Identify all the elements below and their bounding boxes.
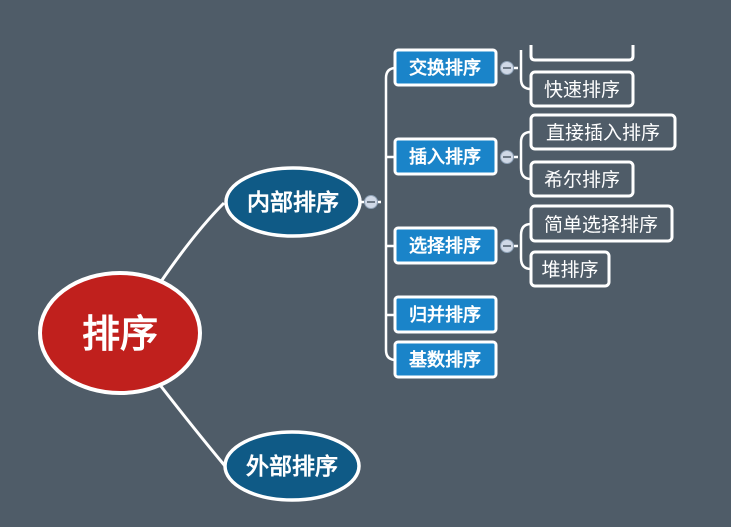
leaf-simple-select-sort[interactable]: 简单选择排序 xyxy=(529,204,674,243)
root-node[interactable]: 排序 xyxy=(38,271,202,395)
category-insert[interactable]: 插入排序 xyxy=(393,137,498,176)
category-radix-label: 基数排序 xyxy=(408,349,481,371)
leaf-direct-insert-label: 直接插入排序 xyxy=(546,122,660,144)
external-sort-label: 外部排序 xyxy=(246,453,338,480)
leaf-simple-select-label: 简单选择排序 xyxy=(544,214,658,236)
category-radix-box xyxy=(393,340,498,379)
category-insert-label: 插入排序 xyxy=(409,146,481,168)
external-sort-shape xyxy=(223,430,361,502)
connector-select-leaves xyxy=(514,222,532,271)
category-merge[interactable]: 归并排序 xyxy=(393,295,498,334)
leaf-direct-insert-sort[interactable]: 直接插入排序 xyxy=(529,113,677,151)
category-exchange-box xyxy=(393,48,498,87)
category-insert-box xyxy=(393,137,498,176)
root-node-label: 排序 xyxy=(82,312,158,356)
leaf-quick-sort-box xyxy=(529,70,635,108)
connector-root-internal xyxy=(158,201,226,284)
leaf-quick-sort-label: 快速排序 xyxy=(544,79,620,101)
leaf-heap-sort-box xyxy=(529,250,611,288)
leaf-exchange-partial-box xyxy=(529,45,635,62)
leaf-heap-sort[interactable]: 堆排序 xyxy=(529,250,611,288)
connector-exchange-leaves xyxy=(514,50,532,91)
select-collapse-button[interactable] xyxy=(500,239,514,253)
internal-collapse-button[interactable] xyxy=(364,195,378,209)
category-select-label: 选择排序 xyxy=(409,235,481,257)
connector-root-external xyxy=(158,384,227,467)
leaf-direct-insert-box xyxy=(529,113,677,151)
leaf-heap-sort-label: 堆排序 xyxy=(541,259,598,281)
connector-insert-leaves xyxy=(514,130,532,181)
exchange-collapse-button[interactable] xyxy=(500,61,514,75)
category-exchange-label: 交换排序 xyxy=(409,57,481,79)
category-select[interactable]: 选择排序 xyxy=(393,226,498,265)
category-merge-label: 归并排序 xyxy=(409,304,481,326)
insert-collapse-button[interactable] xyxy=(500,150,514,164)
leaf-shell-sort-box xyxy=(529,160,635,198)
root-node-shape xyxy=(38,271,202,395)
category-radix[interactable]: 基数排序 xyxy=(393,340,498,379)
category-merge-box xyxy=(393,295,498,334)
leaf-shell-sort[interactable]: 希尔排序 xyxy=(529,160,635,198)
leaf-simple-select-box xyxy=(529,204,674,243)
leaf-quick-sort[interactable]: 快速排序 xyxy=(529,70,635,108)
category-exchange[interactable]: 交换排序 xyxy=(393,48,498,87)
internal-sort-shape xyxy=(224,166,362,238)
leaf-exchange-partial[interactable] xyxy=(529,45,635,62)
category-select-box xyxy=(393,226,498,265)
leaf-shell-sort-label: 希尔排序 xyxy=(544,169,620,191)
internal-sort-label: 内部排序 xyxy=(247,189,339,216)
internal-sort-node[interactable]: 内部排序 xyxy=(224,166,362,238)
external-sort-node[interactable]: 外部排序 xyxy=(223,430,361,502)
